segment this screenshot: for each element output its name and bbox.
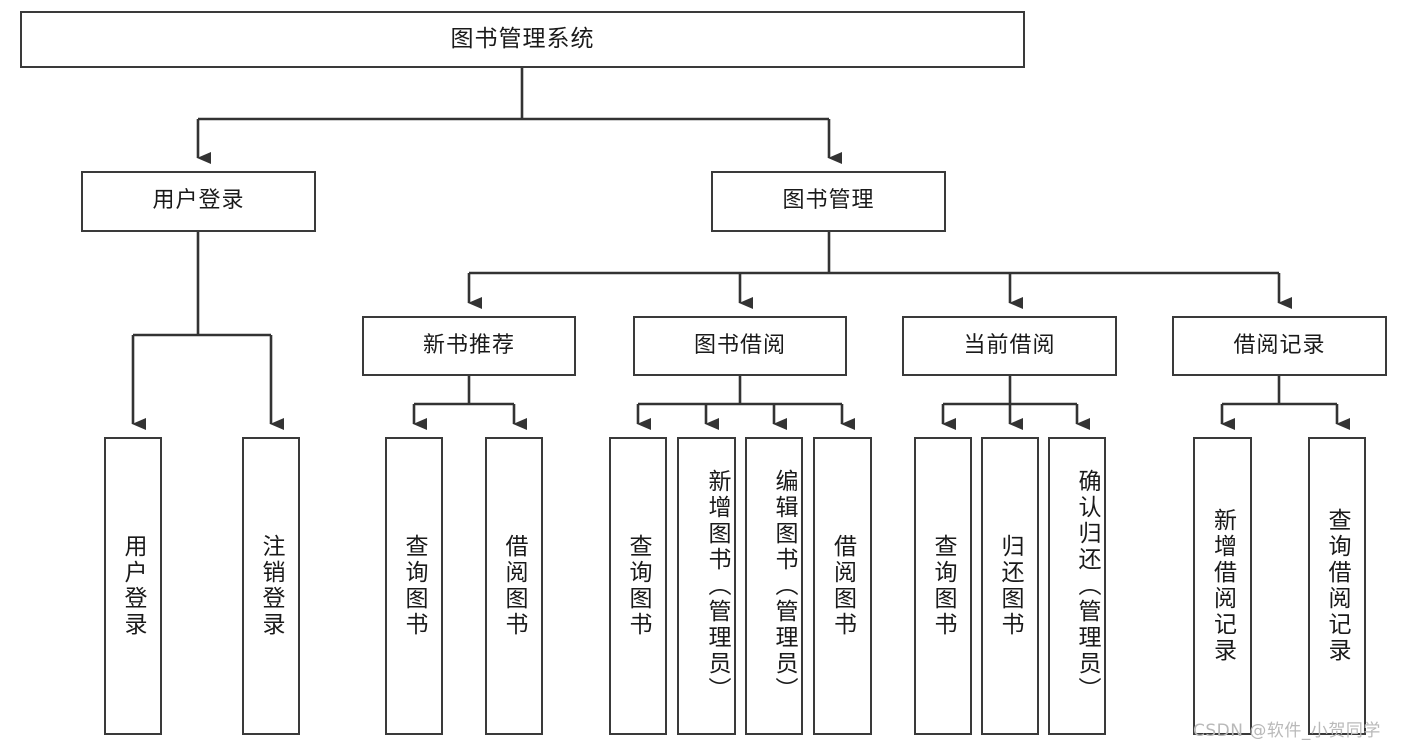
node-book-management-system[interactable]: 图书管理系统 (20, 11, 1025, 68)
node-label: 查询图书 (930, 534, 956, 638)
node-label: 新增图书（管理员） (704, 469, 730, 703)
node-leaf-edit-book-admin[interactable]: 编辑图书（管理员） (745, 437, 803, 735)
node-label: 注销登录 (258, 534, 284, 638)
node-leaf-query-book-borrow[interactable]: 查询图书 (609, 437, 667, 735)
node-label: 新增借阅记录 (1209, 508, 1236, 664)
node-user-login[interactable]: 用户登录 (81, 171, 316, 232)
node-label: 新书推荐 (422, 332, 515, 358)
node-label: 图书管理 (782, 188, 875, 214)
node-leaf-add-borrow-record[interactable]: 新增借阅记录 (1193, 437, 1252, 735)
node-label: 编辑图书（管理员） (771, 469, 797, 703)
node-book-management[interactable]: 图书管理 (711, 171, 946, 232)
node-borrow-record[interactable]: 借阅记录 (1172, 316, 1387, 376)
node-leaf-query-borrow-record[interactable]: 查询借阅记录 (1308, 437, 1366, 735)
node-label: 归还图书 (997, 534, 1023, 638)
node-leaf-confirm-return-admin[interactable]: 确认归还（管理员） (1048, 437, 1106, 735)
watermark-csdn: CSDN @软件_小贺同学 (1193, 721, 1381, 741)
node-label: 用户登录 (120, 534, 146, 638)
node-label: 图书管理系统 (450, 25, 595, 52)
node-label: 借阅图书 (501, 534, 527, 638)
node-leaf-query-book-recommend[interactable]: 查询图书 (385, 437, 443, 735)
node-label: 用户登录 (152, 188, 245, 214)
node-leaf-return-book[interactable]: 归还图书 (981, 437, 1039, 735)
node-leaf-borrow-book-recommend[interactable]: 借阅图书 (485, 437, 543, 735)
node-current-borrow[interactable]: 当前借阅 (902, 316, 1117, 376)
node-leaf-borrow-book[interactable]: 借阅图书 (813, 437, 872, 735)
node-label: 借阅图书 (829, 534, 856, 638)
node-leaf-user-login[interactable]: 用户登录 (104, 437, 162, 735)
node-leaf-logout[interactable]: 注销登录 (242, 437, 300, 735)
node-label: 查询借阅记录 (1324, 508, 1350, 664)
node-label: 确认归还（管理员） (1074, 469, 1100, 703)
node-leaf-query-book-current[interactable]: 查询图书 (914, 437, 972, 735)
node-label: 查询图书 (401, 534, 427, 638)
node-label: 图书借阅 (693, 332, 786, 358)
node-new-book-recommend[interactable]: 新书推荐 (362, 316, 576, 376)
node-leaf-add-book-admin[interactable]: 新增图书（管理员） (677, 437, 736, 735)
node-label: 当前借阅 (963, 332, 1056, 358)
node-book-borrow[interactable]: 图书借阅 (633, 316, 847, 376)
node-label: 查询图书 (625, 534, 651, 638)
node-label: 借阅记录 (1233, 332, 1326, 358)
